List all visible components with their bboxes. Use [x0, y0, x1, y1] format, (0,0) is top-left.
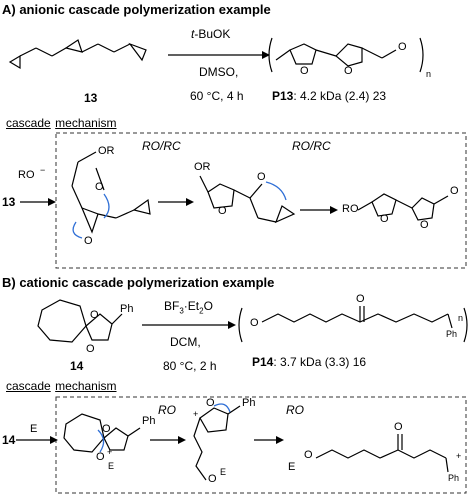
step-arrow-a1-head: [186, 198, 194, 206]
p14-oxygen-ketone: O: [356, 293, 365, 305]
reagent-b: BF3·Et2O: [164, 299, 213, 316]
intermediate-b2-o: O: [206, 397, 215, 409]
initiator-e: E: [30, 423, 38, 435]
step-label-a1: RO/RC: [142, 139, 181, 153]
intermediate-b2-e: E: [220, 467, 227, 477]
intermediate-b3-o: O: [304, 449, 313, 461]
initiation-arrow-a-head: [48, 198, 56, 206]
monomer-14-o1: O: [90, 309, 99, 321]
intermediate-b2-o2: O: [208, 473, 217, 485]
monomer-14-o2: O: [86, 343, 95, 355]
intermediate-b3-ph: Ph: [448, 473, 460, 483]
product-p14-structure: [238, 306, 468, 343]
monomer-13-structure: [8, 39, 147, 70]
mechanism-box-a: [55, 132, 467, 269]
intermediate-a3-o3: O: [450, 185, 459, 197]
step-label-b1: RO: [158, 403, 176, 417]
p13-oxygen-1: O: [300, 65, 309, 77]
intermediate-b2-structure: [193, 403, 241, 481]
start-label-14: 14: [2, 433, 16, 447]
step-arrow-b2-head: [276, 436, 284, 444]
intermediate-b3-plus: +: [456, 451, 462, 461]
reaction-arrow-a-head: [262, 51, 270, 59]
intermediate-a2-or: OR: [194, 161, 211, 173]
intermediate-a1-or: OR: [98, 145, 115, 157]
initiator-charge: −: [40, 165, 46, 175]
intermediate-a2-o2: O: [257, 171, 266, 183]
intermediate-a2-structure: [199, 175, 296, 224]
solvent-b: DCM,: [170, 335, 201, 349]
intermediate-b1-e: E: [108, 461, 115, 471]
reaction-arrow-b-head: [228, 321, 236, 329]
intermediate-a1-o2: O: [84, 235, 93, 247]
step-label-b2: RO: [286, 403, 304, 417]
intermediate-b3-e: E: [288, 461, 296, 473]
step-arrow-b1-head: [178, 436, 186, 444]
intermediate-a2-o: O: [218, 205, 227, 217]
p13-oxygen-3: O: [398, 41, 407, 53]
section-b-heading: B) cationic cascade polymerization examp…: [2, 275, 275, 290]
p14-oxygen-chain: O: [250, 317, 259, 329]
intermediate-b2-plus: +: [193, 409, 199, 419]
intermediate-b1-plus: +: [107, 447, 113, 457]
intermediate-a3-o2: O: [420, 219, 429, 231]
mechanism-box-b: [55, 396, 467, 494]
mechanism-caption-a: cascade mechanism: [6, 116, 117, 130]
intermediate-a1-structure: [71, 151, 151, 239]
conditions-b: 80 °C, 2 h: [163, 359, 217, 373]
monomer-14-label: 14: [70, 359, 84, 373]
monomer-13-label: 13: [84, 91, 98, 105]
step-arrow-a2-head: [330, 206, 338, 214]
intermediate-b1-structure: [63, 413, 141, 453]
product-p13-structure: [268, 37, 424, 73]
section-a-heading: A) anionic cascade polymerization exampl…: [2, 2, 271, 17]
intermediate-a1-o: O: [95, 181, 104, 193]
p14-repeat-n: n: [458, 313, 464, 323]
monomer-14-structure: [37, 299, 123, 343]
conditions-a: 60 °C, 4 h: [190, 89, 244, 103]
solvent-a: DMSO,: [199, 65, 239, 79]
intermediate-a3-structure: [357, 193, 449, 221]
p14-ph: Ph: [446, 329, 458, 339]
intermediate-b1-o2: O: [96, 451, 105, 463]
mechanism-caption-b: cascade mechanism: [6, 379, 117, 393]
reagent-a: t-BuOK: [191, 27, 231, 41]
monomer-14-ph: Ph: [120, 303, 134, 315]
initiation-arrow-b-head: [50, 436, 58, 444]
intermediate-b1-o1: O: [102, 423, 111, 435]
p13-result: P13: 4.2 kDa (2.4) 23: [272, 89, 387, 103]
intermediate-a3-o1: O: [380, 213, 389, 225]
start-label-13: 13: [2, 195, 16, 209]
p13-repeat-n: n: [426, 69, 432, 79]
intermediate-b3-structure: [315, 434, 449, 473]
p13-oxygen-2: O: [344, 65, 353, 77]
initiator-ro: RO: [18, 169, 35, 181]
intermediate-b3-ketone-o: O: [394, 421, 403, 433]
intermediate-a3-ro: RO: [342, 203, 359, 215]
step-label-a2: RO/RC: [292, 139, 331, 153]
intermediate-b1-ph: Ph: [142, 415, 156, 427]
intermediate-b2-ph: Ph: [242, 397, 256, 409]
p14-result: P14: 3.7 kDa (3.3) 16: [252, 355, 367, 369]
